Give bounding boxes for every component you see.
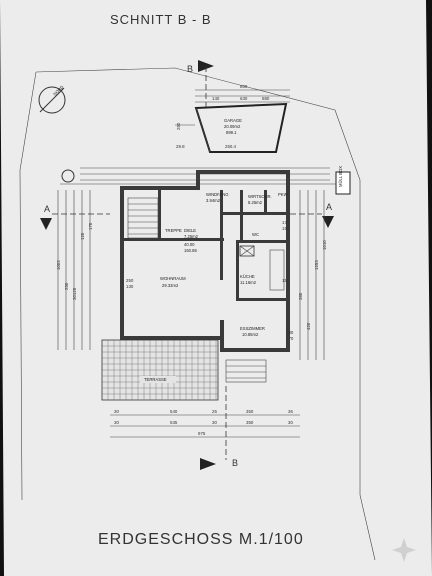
svg-text:250: 250 bbox=[64, 282, 69, 290]
svg-text:250.4: 250.4 bbox=[225, 144, 237, 149]
svg-text:10.85m2: 10.85m2 bbox=[242, 332, 259, 337]
section-title: SCHNITT B - B bbox=[110, 12, 212, 27]
svg-text:11.16m2: 11.16m2 bbox=[240, 280, 257, 285]
svg-text:170: 170 bbox=[286, 336, 294, 341]
svg-text:30: 30 bbox=[114, 409, 119, 414]
svg-text:WC: WC bbox=[252, 232, 259, 237]
svg-text:250: 250 bbox=[126, 278, 134, 283]
svg-text:8.25m2: 8.25m2 bbox=[248, 200, 263, 205]
svg-text:B: B bbox=[232, 458, 239, 468]
svg-text:7.25m2: 7.25m2 bbox=[184, 234, 199, 239]
garage: GARAGE 20.09m2 899.1 bbox=[194, 102, 288, 153]
svg-text:140: 140 bbox=[212, 96, 220, 101]
svg-text:800: 800 bbox=[240, 84, 248, 89]
building-outline bbox=[120, 170, 290, 352]
svg-text:TREPPE: TREPPE bbox=[165, 228, 182, 233]
svg-text:535: 535 bbox=[170, 420, 178, 425]
section-marker-b-bottom: B bbox=[200, 386, 239, 470]
svg-text:120: 120 bbox=[80, 232, 85, 240]
svg-text:975: 975 bbox=[198, 431, 206, 436]
right-dimensions: 1253 1010 380 420 bbox=[298, 190, 327, 360]
site-boundary bbox=[35, 67, 376, 561]
svg-text:25: 25 bbox=[212, 409, 217, 414]
svg-text:1010: 1010 bbox=[322, 240, 327, 250]
svg-text:1002: 1002 bbox=[56, 260, 61, 270]
svg-text:899.1: 899.1 bbox=[226, 130, 237, 135]
svg-text:150.86: 150.86 bbox=[184, 248, 197, 253]
svg-text:WOHNRAUM: WOHNRAUM bbox=[160, 276, 186, 281]
svg-text:1253: 1253 bbox=[314, 260, 319, 270]
svg-text:420: 420 bbox=[306, 322, 311, 330]
terrace: TERRASSE bbox=[101, 339, 219, 401]
svg-text:WINDFANG: WINDFANG bbox=[206, 192, 229, 197]
left-dimensions: 1002 250 30125 120 170 bbox=[56, 190, 93, 350]
north-arrow-icon: NORD bbox=[38, 84, 66, 114]
svg-text:40.00: 40.00 bbox=[184, 242, 195, 247]
svg-text:DIELE: DIELE bbox=[184, 228, 196, 233]
svg-text:380: 380 bbox=[298, 292, 303, 300]
svg-text:170: 170 bbox=[282, 220, 290, 225]
svg-text:KÜCHE: KÜCHE bbox=[240, 274, 255, 279]
svg-text:350: 350 bbox=[246, 409, 254, 414]
svg-text:36: 36 bbox=[288, 409, 293, 414]
site-boundary-left bbox=[19, 71, 37, 501]
svg-text:MÜLL BOX: MÜLL BOX bbox=[338, 166, 343, 187]
svg-text:29.33m2: 29.33m2 bbox=[162, 283, 179, 288]
kitchen-fixtures bbox=[239, 245, 285, 291]
section-marker-a-left: A bbox=[40, 204, 110, 230]
mull-box bbox=[335, 171, 351, 195]
svg-text:TERRASSE: TERRASSE bbox=[144, 377, 167, 382]
svg-text:540: 540 bbox=[170, 409, 178, 414]
top-dimensions: 800 630 140 880 bbox=[195, 84, 290, 103]
section-marker-a-right: A bbox=[290, 202, 334, 228]
svg-text:29.8: 29.8 bbox=[176, 144, 185, 149]
round-symbol-icon bbox=[61, 169, 75, 183]
svg-text:170: 170 bbox=[88, 222, 93, 230]
svg-text:30125: 30125 bbox=[72, 287, 77, 300]
entry-steps bbox=[225, 359, 267, 383]
svg-text:130: 130 bbox=[126, 284, 134, 289]
svg-text:20.09m2: 20.09m2 bbox=[224, 124, 241, 129]
svg-text:A: A bbox=[326, 202, 333, 212]
svg-text:30: 30 bbox=[114, 420, 119, 425]
floor-title: ERDGESCHOSS M.1/100 bbox=[98, 531, 304, 548]
section-marker-b-top: B bbox=[187, 60, 214, 110]
svg-text:350: 350 bbox=[246, 420, 254, 425]
svg-text:A: A bbox=[44, 204, 51, 214]
svg-text:3.94m2: 3.94m2 bbox=[206, 198, 221, 203]
svg-text:150: 150 bbox=[282, 278, 290, 283]
svg-text:250: 250 bbox=[176, 122, 181, 130]
svg-text:ESSZIMMER: ESSZIMMER bbox=[240, 326, 265, 331]
sparkle-icon bbox=[392, 538, 416, 562]
svg-text:GARAGE: GARAGE bbox=[224, 118, 242, 123]
bottom-dimensions: 30 540 25 350 36 30 535 30 350 30 975 bbox=[110, 409, 300, 438]
svg-text:180: 180 bbox=[286, 330, 294, 335]
svg-text:150: 150 bbox=[282, 226, 290, 231]
svg-text:PKW: PKW bbox=[278, 192, 288, 197]
svg-text:30: 30 bbox=[212, 420, 217, 425]
svg-text:B: B bbox=[187, 64, 194, 74]
svg-text:880: 880 bbox=[262, 96, 270, 101]
svg-text:630: 630 bbox=[240, 96, 248, 101]
svg-text:30: 30 bbox=[288, 420, 293, 425]
svg-text:WIRTSCHR.: WIRTSCHR. bbox=[248, 194, 272, 199]
stairs: TREPPE bbox=[127, 197, 182, 239]
